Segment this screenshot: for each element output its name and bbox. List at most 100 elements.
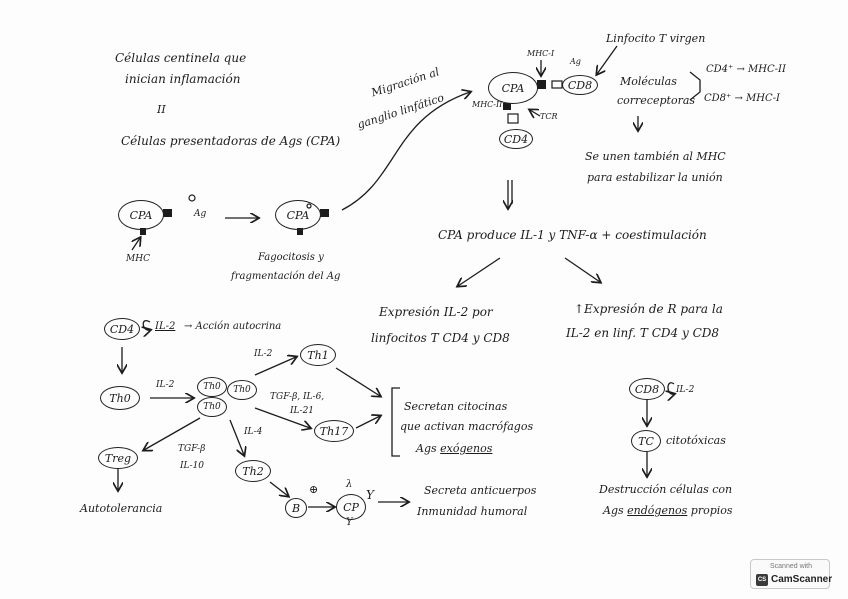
bracket-correceptoras (689, 71, 701, 101)
cpa-mid-mhc (297, 228, 303, 235)
up-expresion-line-2: IL-2 en linf. T CD4 y CD8 (566, 326, 720, 340)
lambda-label: λ (346, 479, 353, 490)
ags-prefix-2: Ags (603, 504, 628, 517)
tcr-connector-bottom (507, 113, 519, 124)
secretan-line-1: Secretan citocinas (404, 400, 508, 413)
cpa-top-mhc1-block (537, 80, 546, 89)
arrow-th1-to-secretan (335, 367, 380, 396)
arrow-cluster-to-treg (144, 417, 201, 450)
arrow-autocrine-cd8 (668, 382, 674, 394)
cd4-cell-top: CD4 (499, 129, 533, 149)
arrow-migration (341, 92, 470, 211)
th17-cell: Th17 (314, 420, 354, 442)
cpa-left-mhc (140, 228, 146, 235)
ag-particle (188, 194, 196, 202)
antibody-y-top: Y (366, 488, 374, 502)
il10-label: IL-10 (180, 461, 205, 471)
arrow-autocrine-cd4 (143, 320, 150, 331)
ag-label-top: Ag (570, 57, 581, 66)
b-cell: B (285, 498, 307, 518)
cpa-cell-top: CPA (488, 72, 538, 104)
th0-cell-left: Th0 (100, 386, 140, 410)
cpa-produce: CPA produce IL-1 y TNF-α + coestimulació… (438, 228, 707, 242)
camscanner-badge: Scanned with CS CamScanner (750, 559, 833, 589)
treg-cell: Treg (98, 447, 138, 469)
th0-cluster-a: Th0 (197, 377, 227, 397)
expresion-il2-line-2: linfocitos T CD4 y CD8 (371, 331, 510, 345)
arrow-cluster-to-th1 (254, 357, 296, 376)
inmunidad-humoral: Inmunidad humoral (417, 505, 528, 518)
cd8-cell-right: CD8 (629, 378, 665, 400)
cd8-mhc1: CD8⁺ → MHC-I (704, 93, 780, 104)
mhc2-label: MHC-II (472, 100, 503, 109)
il2-label-th1: IL-2 (254, 349, 273, 359)
accion-autocrina: → Acción autocrina (184, 321, 282, 332)
th2-cell: Th2 (235, 460, 271, 482)
mhc-label: MHC (126, 254, 150, 264)
cd4-mhc2: CD4⁺ → MHC-II (706, 64, 786, 75)
secretan-line-3: Ags exógenos (416, 443, 492, 454)
arrow-to-receptor (564, 257, 600, 282)
secreta-anticuerpos: Secreta anticuerpos (424, 484, 537, 497)
tgf-il6-line-2: IL-21 (290, 406, 315, 416)
il4-label: IL-4 (244, 427, 263, 437)
ags-prefix: Ags (416, 442, 441, 455)
expresion-il2-line-1: Expresión IL-2 por (379, 305, 493, 319)
cd4-cell: CD4 (104, 318, 140, 340)
arrow-mhc-pointer (132, 238, 140, 251)
cpa-top-mhc2-block (503, 103, 511, 110)
arrow-to-il2-expr (458, 257, 501, 286)
arrow-cluster-to-th17 (254, 407, 310, 428)
cpa-title: Células presentadoras de Ags (CPA) (121, 134, 341, 148)
tcr-connector-top (551, 80, 563, 89)
exogenos-word: exógenos (440, 442, 493, 455)
arrow-tcr-pointer (530, 110, 541, 116)
camscanner-name: CamScanner (771, 574, 833, 585)
il2-label-cd8: IL-2 (676, 385, 695, 395)
plasma-cell: CP (336, 494, 366, 520)
secretan-line-2: que activan macrófagos (400, 420, 534, 433)
th1-cell: Th1 (300, 344, 336, 366)
bracket-secretan (391, 387, 400, 457)
tgf-il6-line-1: TGF-β, IL-6, (270, 392, 325, 402)
arrow-cluster-to-th2 (229, 419, 244, 455)
destruccion-line-1: Destrucción células con (599, 483, 733, 496)
tgfb-label: TGF-β (178, 444, 206, 454)
mhc1-label: MHC-I (527, 49, 555, 58)
cpa-cell-left: CPA (118, 200, 164, 230)
equals-sign: II (157, 103, 166, 116)
fagocitosis-line-1: Fagocitosis y (258, 252, 324, 263)
arrow-th2-to-b (269, 481, 288, 496)
tcr-label: TCR (540, 112, 558, 121)
cpa-left-receptor (163, 209, 172, 217)
ag-label-small: Ag (194, 209, 207, 219)
propios-word: propios (687, 504, 733, 517)
tc-cell: TC (631, 430, 661, 452)
sentinel-line-1: Células centinela que (115, 51, 247, 65)
cpa-cell-mid: CPA (275, 200, 321, 230)
citotoxicas: citotóxicas (666, 434, 726, 447)
moleculas-line-1: Moléculas (620, 75, 677, 88)
antibody-y-bottom: Y (346, 517, 353, 528)
se-unen-line-1: Se unen también al MHC (585, 150, 726, 163)
th0-cluster-b: Th0 (197, 397, 227, 417)
fagocitosis-line-2: fragmentación del Ag (231, 271, 341, 282)
il2-label-th0: IL-2 (156, 380, 175, 390)
linfocito-virgen: Linfocito T virgen (606, 32, 706, 45)
up-expresion-line-1: ↑Expresión de R para la (574, 302, 723, 316)
arrow-virgen-to-cd8 (597, 45, 618, 74)
camscanner-logo-icon: CS (756, 574, 768, 586)
cd8-cell-top: CD8 (562, 75, 598, 95)
se-unen-line-2: para estabilizar la unión (587, 171, 723, 184)
autotolerancia: Autotolerancia (80, 502, 163, 515)
plus-sign: ⊕ (309, 483, 319, 496)
endogenos-word: endógenos (627, 504, 688, 517)
scanned-with-text: Scanned with (769, 563, 813, 570)
th0-cluster-c: Th0 (227, 380, 257, 400)
sentinel-line-2: inician inflamación (125, 72, 241, 86)
cpa-mid-receptor (320, 209, 329, 217)
moleculas-line-2: correceptoras (617, 94, 696, 107)
arrow-th17-to-secretan (355, 416, 380, 429)
